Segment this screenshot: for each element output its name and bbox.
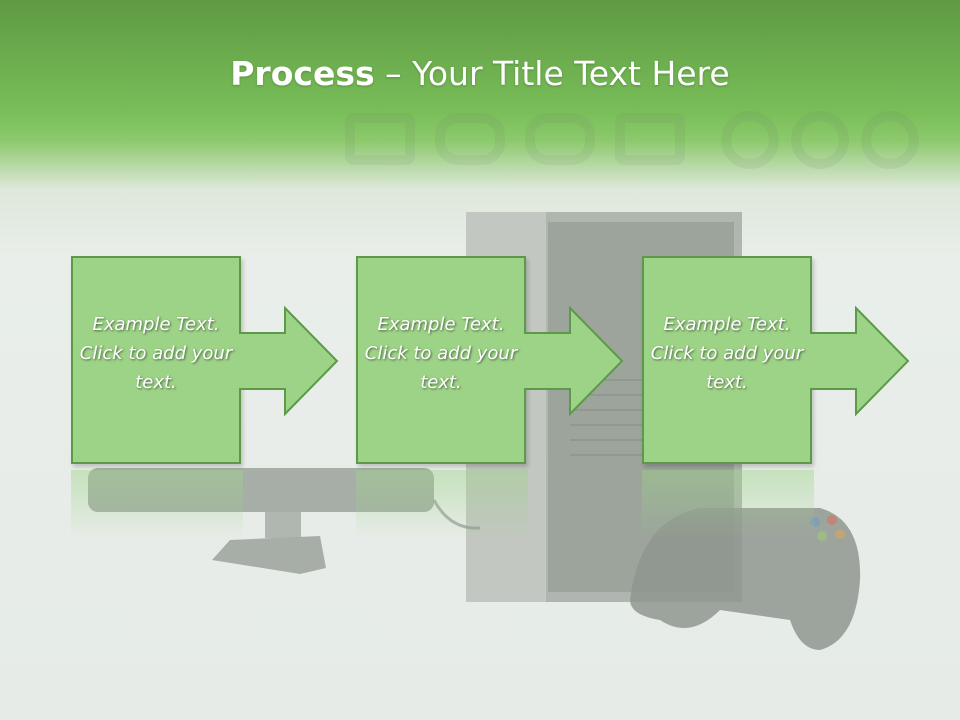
- arrow-right-icon: [239, 306, 339, 416]
- slide-title[interactable]: Process – Your Title Text Here: [0, 52, 960, 96]
- arrow-right-icon: [524, 306, 624, 416]
- process-step-2[interactable]: Example Text. Click to add your text.: [356, 256, 626, 468]
- step-text[interactable]: Example Text. Click to add your text.: [364, 314, 518, 393]
- step-reflection: [642, 470, 814, 540]
- step-box[interactable]: [71, 256, 241, 464]
- step-reflection: [71, 470, 243, 540]
- title-rest-text: – Your Title Text Here: [374, 54, 730, 93]
- title-bold-text: Process: [230, 54, 375, 93]
- step-box[interactable]: [356, 256, 526, 464]
- controller-image: [630, 508, 861, 650]
- step-text[interactable]: Example Text. Click to add your text.: [650, 314, 804, 393]
- step-text[interactable]: Example Text. Click to add your text.: [79, 314, 233, 393]
- sensor-image: [88, 468, 481, 574]
- process-step-3[interactable]: Example Text. Click to add your text.: [642, 256, 912, 468]
- process-step-1[interactable]: Example Text. Click to add your text.: [71, 256, 341, 468]
- arrow-right-icon: [810, 306, 910, 416]
- step-reflection: [356, 470, 528, 540]
